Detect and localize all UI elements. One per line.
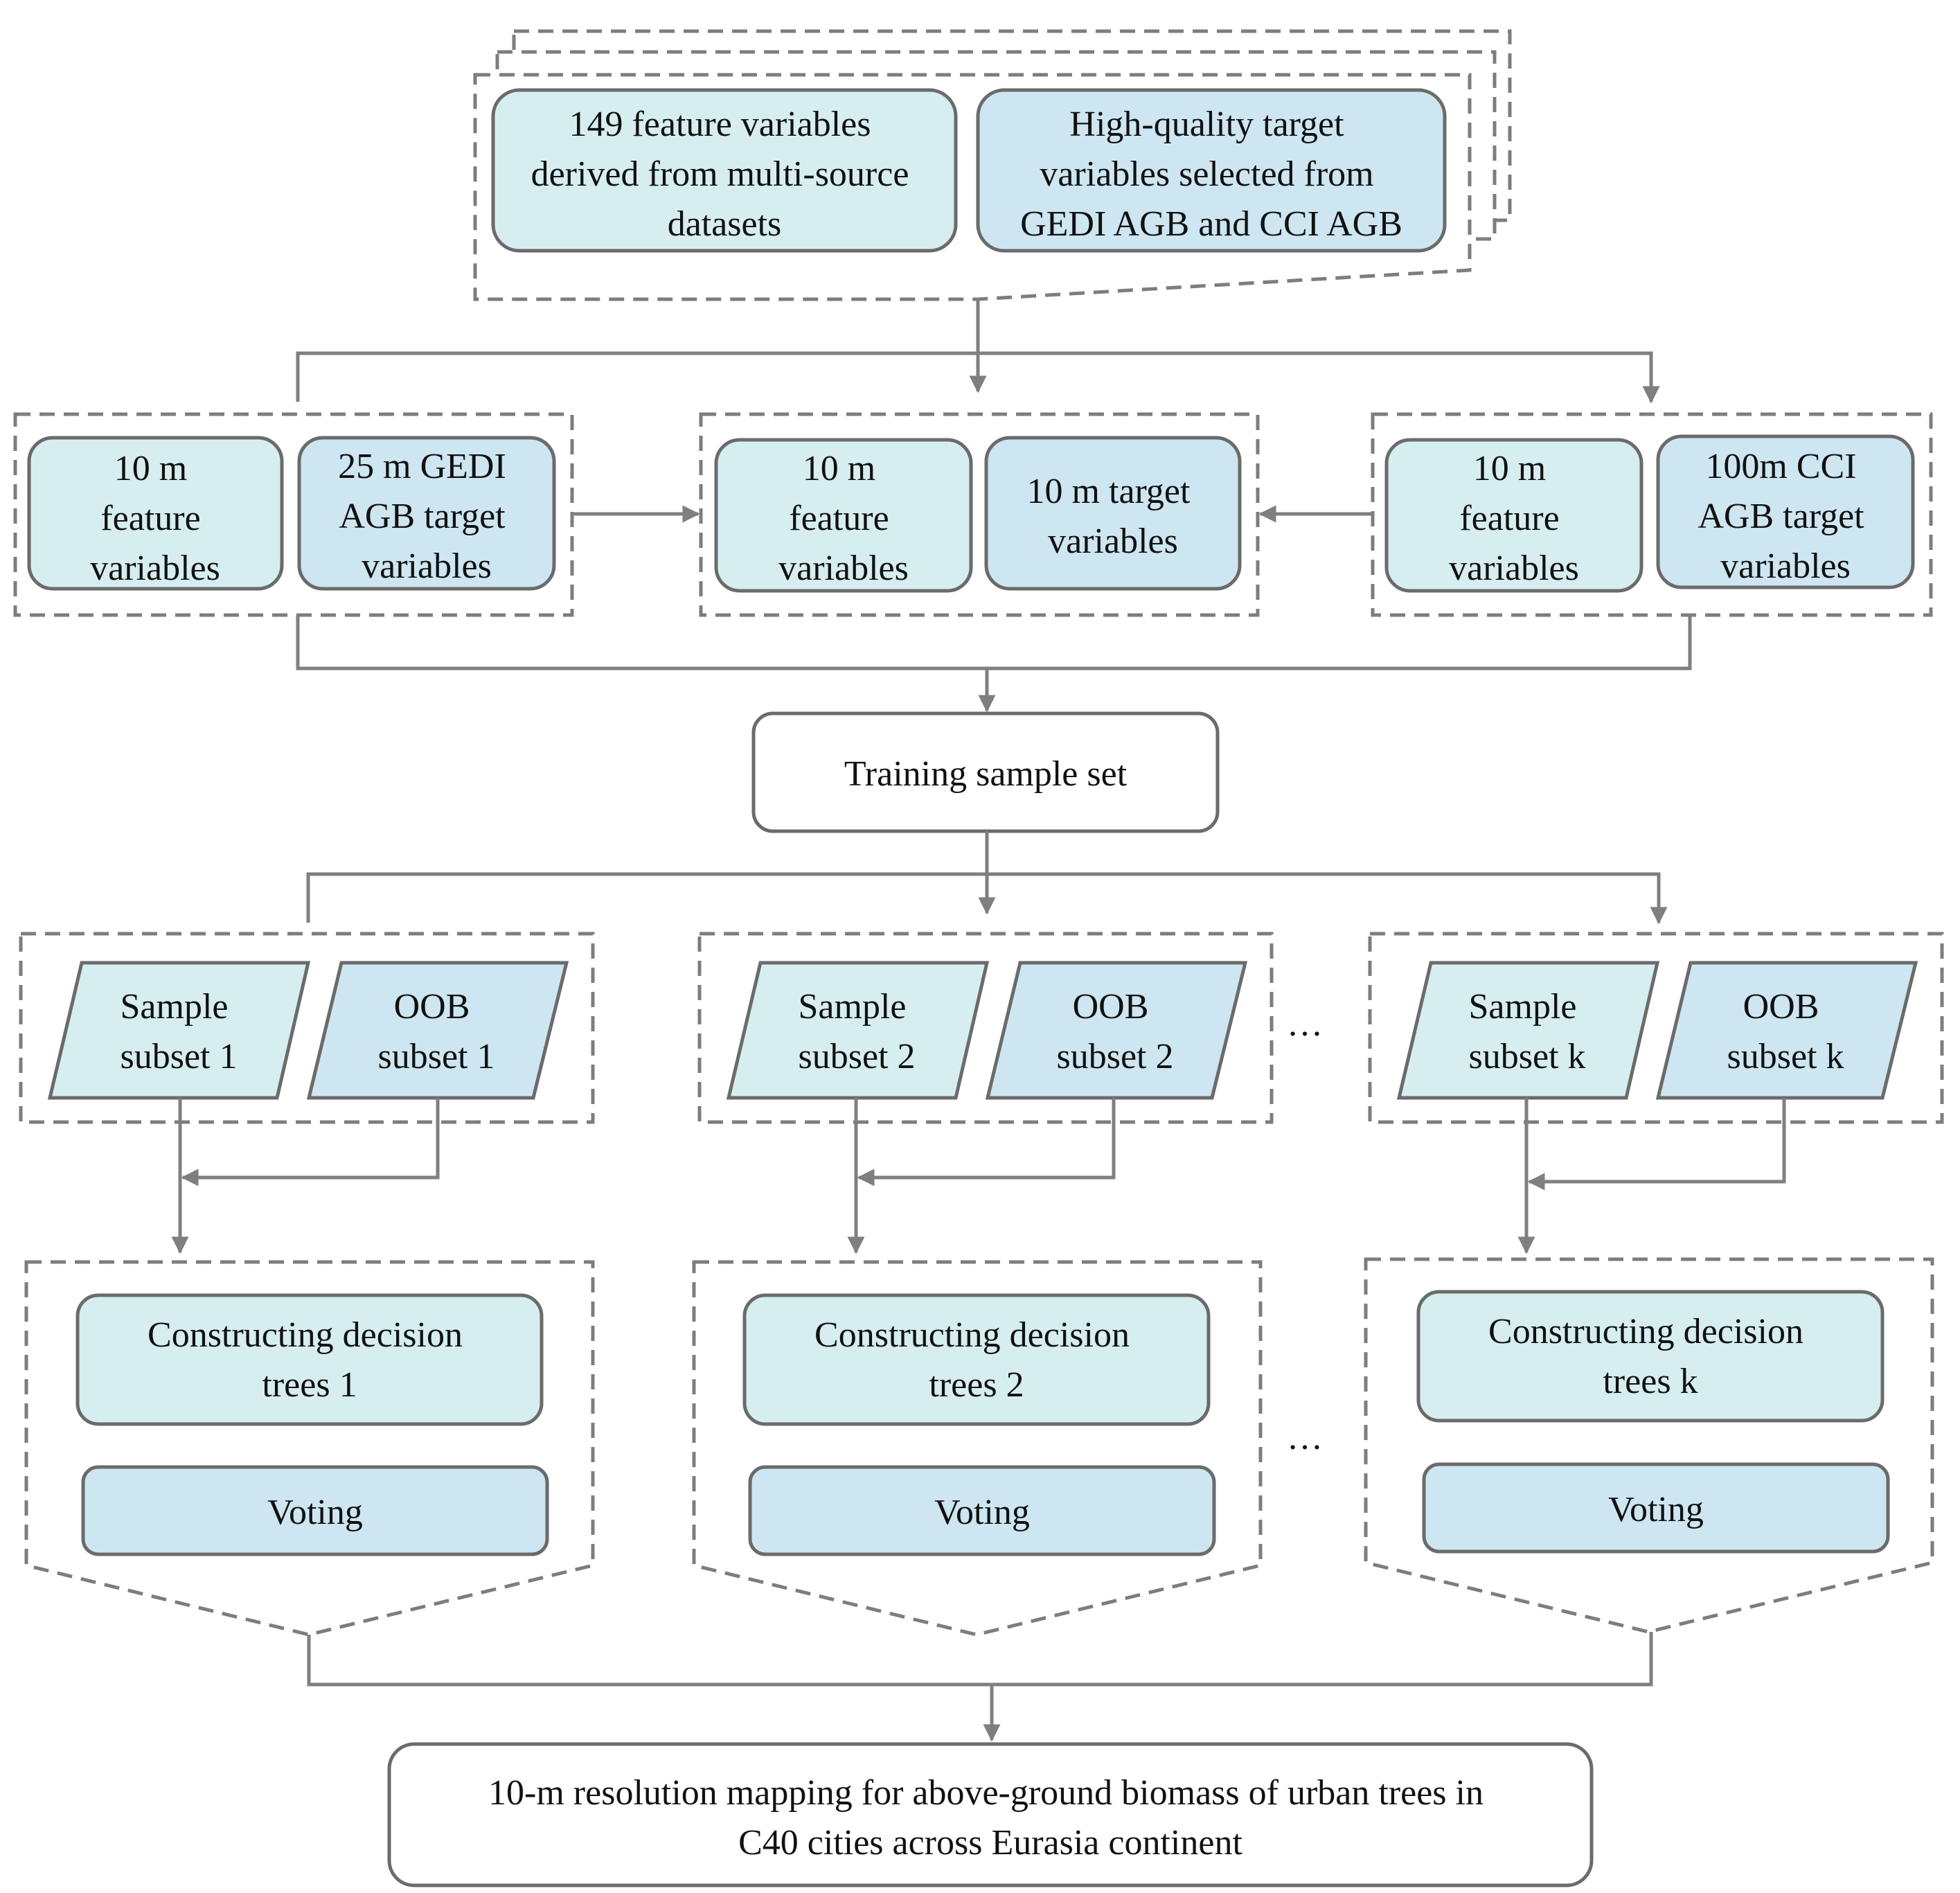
gedi-feature-text: 10 m feature variables xyxy=(90,449,220,588)
subset-ellipsis: … xyxy=(1287,1004,1323,1044)
cci-target-text: 100m CCI AGB target variables xyxy=(1698,447,1873,586)
voting-2-text: Voting xyxy=(934,1493,1030,1532)
tree-frame-k xyxy=(1364,1257,1934,1634)
tree-ellipsis: … xyxy=(1287,1418,1323,1457)
oob-subset-k-shape xyxy=(1655,961,1918,1100)
sample-subset-1-text: Sample subset 1 xyxy=(121,987,238,1076)
subset-group-2: Sample subset 2 OOB subset 2 xyxy=(697,932,1274,1124)
oob-subset-2-shape xyxy=(985,961,1248,1100)
subset-group-1: Sample subset 1 OOB subset 1 xyxy=(19,932,595,1124)
target-variables-box xyxy=(976,88,1447,253)
decision-trees-2-text: Constructing decision trees 2 xyxy=(814,1315,1139,1405)
resampled-group: 10 m feature variables 10 m target varia… xyxy=(699,412,1260,617)
decision-trees-k-text: Constructing decision trees k xyxy=(1488,1312,1812,1401)
voting-1-box xyxy=(81,1465,549,1556)
decision-trees-1-text: Constructing decision trees 1 xyxy=(148,1315,472,1405)
resampled-target-text: 10 m target variables xyxy=(1027,472,1200,561)
oob-subset-1-text: OOB subset 1 xyxy=(378,987,495,1076)
merge-connector xyxy=(296,615,1692,713)
subset-frame-k xyxy=(1368,932,1944,1124)
voting-2-box xyxy=(748,1465,1216,1556)
decision-trees-2-box xyxy=(742,1293,1211,1426)
cci-feature-box xyxy=(1384,438,1643,593)
training-sample-set-text: Training sample set xyxy=(844,754,1128,794)
aggregation-connector xyxy=(307,1632,1653,1742)
top-split-connector xyxy=(296,298,1660,404)
sample-subset-1-shape xyxy=(47,961,311,1100)
decision-trees-k-box xyxy=(1416,1290,1885,1423)
resampled-feature-text: 10 m feature variables xyxy=(778,449,909,588)
cci-group: 10 m feature variables 100m CCI AGB targ… xyxy=(1371,412,1933,617)
sample-subset-2-text: Sample subset 2 xyxy=(799,987,916,1076)
subset-frame-2 xyxy=(697,932,1274,1124)
gedi-target-box xyxy=(297,436,556,591)
tree-frame-2 xyxy=(692,1260,1263,1637)
decision-trees-1-box xyxy=(75,1293,544,1426)
feature-variables-text: 149 feature variables derived from multi… xyxy=(531,105,918,244)
gedi-group: 10 m feature variables 25 m GEDI AGB tar… xyxy=(13,412,574,617)
gedi-target-text: 25 m GEDI AGB target variables xyxy=(338,447,515,586)
input-datasets-stack: 149 feature variables derived from multi… xyxy=(473,29,1512,301)
sample-subset-k-text: Sample subset k xyxy=(1469,987,1586,1076)
resampled-feature-box xyxy=(714,438,973,593)
resampled-target-box xyxy=(984,436,1242,591)
target-variables-text: High-quality target variables selected f… xyxy=(1020,105,1402,244)
output-mapping-box xyxy=(387,1742,1594,1887)
tree-group-k: Constructing decision trees k Voting xyxy=(1364,1257,1934,1634)
sample-subset-k-shape xyxy=(1396,961,1660,1100)
tree-frame-1 xyxy=(24,1260,595,1637)
subset-to-tree-connectors xyxy=(171,1098,1786,1254)
feature-variables-box xyxy=(491,88,958,253)
oob-subset-2-text: OOB subset 2 xyxy=(1057,987,1174,1076)
gedi-feature-box xyxy=(27,436,284,591)
bootstrap-split-connector xyxy=(306,831,1668,925)
tree-group-2: Constructing decision trees 2 Voting xyxy=(692,1260,1263,1637)
oob-subset-1-shape xyxy=(306,961,569,1100)
cci-target-box xyxy=(1656,434,1915,589)
voting-1-text: Voting xyxy=(267,1493,363,1532)
voting-k-box xyxy=(1422,1462,1890,1554)
resampled-group-frame xyxy=(699,412,1260,617)
oob-subset-k-text: OOB subset k xyxy=(1727,987,1844,1076)
cci-feature-text: 10 m feature variables xyxy=(1449,449,1579,588)
sample-subset-2-shape xyxy=(726,961,990,1100)
voting-k-text: Voting xyxy=(1608,1490,1704,1529)
output-mapping-text: 10-m resolution mapping for above-ground… xyxy=(488,1773,1493,1863)
subset-group-k: Sample subset k OOB subset k xyxy=(1368,932,1944,1124)
tree-group-1: Constructing decision trees 1 Voting xyxy=(24,1260,595,1637)
subset-frame-1 xyxy=(19,932,595,1124)
